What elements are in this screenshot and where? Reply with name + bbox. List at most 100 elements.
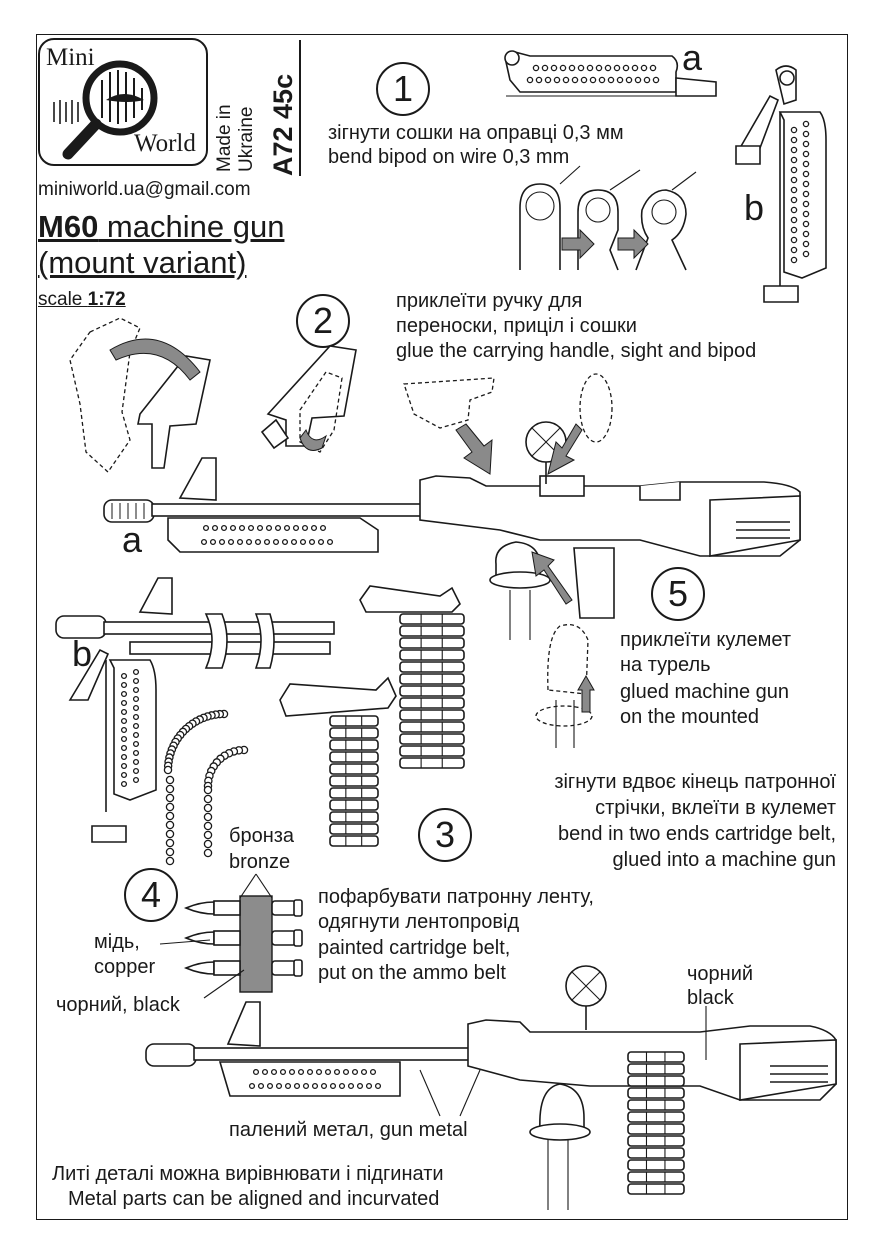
- step-4-number: 4: [124, 868, 178, 922]
- part-label-a-top: a: [682, 37, 703, 78]
- cartridge-link: [627, 1147, 685, 1159]
- rivet-dot: [652, 76, 660, 84]
- rivet-dot: [261, 1068, 269, 1076]
- rivet-dot: [132, 749, 140, 757]
- rivet-dot: [613, 64, 621, 72]
- step-4-text-en2: put on the ammo belt: [318, 962, 506, 984]
- belt-link: [203, 785, 213, 795]
- rivet-dot: [802, 160, 810, 168]
- rivet-dot: [293, 1082, 301, 1090]
- bullet-tip: [183, 931, 215, 945]
- step-2-text-ua1: приклеїти ручку для: [396, 290, 583, 312]
- rivet-dot: [622, 64, 630, 72]
- belt-link: [165, 829, 175, 839]
- part-label-b-top: b: [744, 187, 765, 228]
- rivet-dot: [211, 524, 219, 532]
- belt-link: [203, 830, 213, 840]
- cartridge-link: [329, 775, 379, 787]
- rivet-dot: [333, 1068, 341, 1076]
- rivet-dot: [120, 744, 128, 752]
- cartridge-base: [271, 960, 297, 976]
- rivet-dot: [802, 200, 810, 208]
- rivet-dot: [374, 1082, 382, 1090]
- belt-link: [165, 802, 175, 812]
- rivet-dot: [802, 240, 810, 248]
- rivet-dot: [132, 758, 140, 766]
- cartridge-link: [329, 787, 379, 799]
- step-1-text-ua: зігнути сошки на оправці 0,3 мм: [328, 122, 624, 144]
- rivet-dot: [802, 230, 810, 238]
- cartridge-link: [399, 625, 465, 637]
- cartridge-link: [329, 763, 379, 775]
- cartridge-link: [399, 613, 465, 625]
- rivet-dot: [120, 762, 128, 770]
- rivet-dot: [541, 64, 549, 72]
- rivet-dot: [324, 1068, 332, 1076]
- handle-assembly-sketch: [69, 317, 357, 473]
- rivet-dot: [535, 76, 543, 84]
- rivet-dot: [553, 76, 561, 84]
- cartridge-link: [627, 1063, 685, 1075]
- rivet-dot: [218, 538, 226, 546]
- cartridge-link: [399, 637, 465, 649]
- rivet-dot: [790, 126, 798, 134]
- rivet-dot: [202, 524, 210, 532]
- rivet-dot: [595, 64, 603, 72]
- step-3-text-ua1: зігнути вдвоє кінець патронної: [554, 771, 836, 793]
- rivet-dot: [132, 686, 140, 694]
- cartridge-link: [329, 835, 379, 847]
- rivet-dot: [598, 76, 606, 84]
- email: miniworld.ua@gmail.com: [38, 179, 251, 200]
- bullet-tip: [183, 961, 215, 975]
- scale-value: 1:72: [87, 289, 126, 310]
- step-2-number: 2: [296, 294, 350, 348]
- rivet-dot: [311, 1082, 319, 1090]
- machine-gun-final: [145, 965, 837, 1210]
- rivet-dot: [132, 677, 140, 685]
- rivet-dot: [544, 76, 552, 84]
- cartridge-link: [329, 715, 379, 727]
- rivet-dot: [299, 538, 307, 546]
- rivet-dot: [790, 176, 798, 184]
- title-model: M60: [38, 209, 99, 244]
- rivet-dot: [326, 538, 334, 546]
- rivet-dot: [274, 524, 282, 532]
- footer-note-en: Metal parts can be aligned and incurvate…: [68, 1188, 440, 1210]
- rivet-dot: [132, 776, 140, 784]
- rivet-dot: [365, 1082, 373, 1090]
- rivet-dot: [292, 524, 300, 532]
- rivet-dot: [132, 668, 140, 676]
- step-5-text-ua1: приклеїти кулемет: [620, 629, 792, 651]
- scale-label: scale 1:72: [38, 288, 126, 312]
- rivet-dot: [634, 76, 642, 84]
- rivet-dot: [132, 740, 140, 748]
- cartridge-link: [627, 1087, 685, 1099]
- step-4-text-en1: painted cartridge belt,: [318, 937, 511, 959]
- rivet-dot: [802, 140, 810, 148]
- rivet-dot: [132, 695, 140, 703]
- rivet-dot: [347, 1082, 355, 1090]
- cartridge-case: [213, 960, 241, 976]
- cartridge-base: [271, 930, 297, 946]
- rivet-dot: [790, 226, 798, 234]
- page-frame: [36, 34, 848, 1220]
- belt-link: [165, 820, 175, 830]
- color-black-label: чорний, black: [56, 994, 180, 1016]
- rivet-dot: [790, 156, 798, 164]
- rivet-dot: [317, 538, 325, 546]
- part-label-b-gun: b: [72, 633, 93, 674]
- cartridge-link: [399, 649, 465, 661]
- rivet-dot: [790, 166, 798, 174]
- rivet-dot: [209, 538, 217, 546]
- footer-note-ua: Литі деталі можна вирівнювати і підгинат…: [52, 1163, 444, 1185]
- rivet-dot: [297, 1068, 305, 1076]
- ammo-box: [359, 585, 465, 769]
- step-1-number: 1: [376, 62, 430, 116]
- logo-text-mini: Mini: [46, 44, 95, 71]
- rivet-dot: [351, 1068, 359, 1076]
- rivet-dot: [802, 220, 810, 228]
- rivet-dot: [532, 64, 540, 72]
- step-5-text-en1: glued machine gun: [620, 681, 790, 703]
- rivet-dot: [790, 216, 798, 224]
- rivet-dot: [562, 76, 570, 84]
